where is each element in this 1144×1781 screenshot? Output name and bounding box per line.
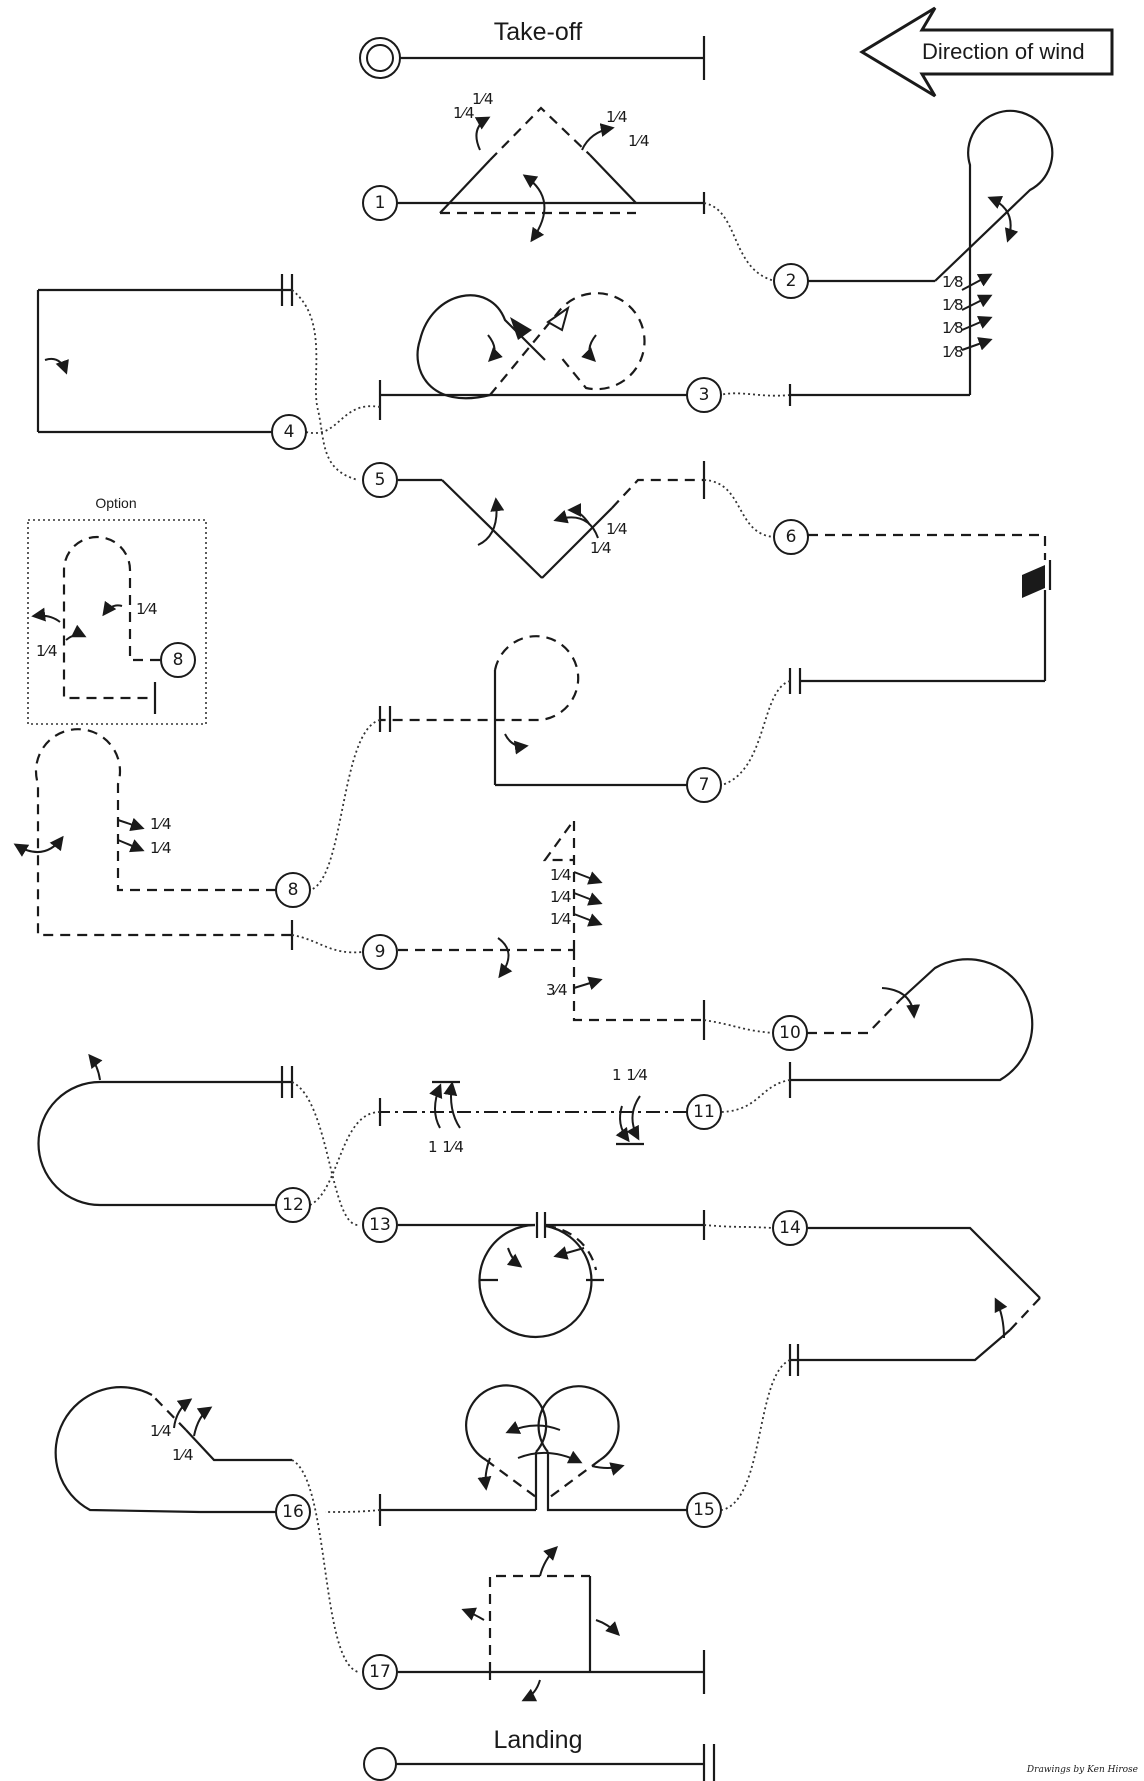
fraction-label: 1⁄4 — [550, 866, 572, 884]
maneuver-number: 6 — [773, 519, 809, 555]
maneuver-6-figure — [788, 533, 1052, 694]
fraction-label: 1 1⁄4 — [612, 1066, 648, 1084]
svg-text:6: 6 — [786, 527, 797, 547]
maneuver-11-figure — [378, 1080, 687, 1146]
svg-text:1: 1 — [375, 193, 386, 213]
maneuver-number: 3 — [686, 377, 722, 413]
svg-text:8: 8 — [173, 650, 184, 670]
fraction-label: 1⁄8 — [942, 319, 964, 337]
landing-label: Landing — [494, 1726, 583, 1754]
fraction-label: 1⁄4 — [590, 539, 612, 557]
svg-text:2: 2 — [786, 271, 797, 291]
fraction-label: 1⁄4 — [606, 108, 628, 126]
fraction-label: 1⁄4 — [550, 910, 572, 928]
takeoff-symbol — [359, 36, 706, 80]
maneuver-5-figure — [398, 461, 706, 579]
fraction-label: 3⁄4 — [546, 981, 568, 999]
maneuver-2-figure — [808, 109, 1054, 395]
wind-label: Direction of wind — [922, 39, 1085, 64]
svg-text:12: 12 — [282, 1195, 304, 1215]
fraction-label: 1⁄4 — [453, 104, 475, 122]
maneuver-10-figure — [788, 958, 1034, 1098]
svg-text:9: 9 — [375, 942, 386, 962]
maneuver-number: 2 — [773, 263, 809, 299]
maneuver-4-figure — [36, 274, 294, 434]
fraction-label: 1⁄8 — [942, 273, 964, 291]
fraction-label: 1⁄4 — [550, 888, 572, 906]
fraction-label: 1⁄4 — [172, 1446, 194, 1464]
maneuver-number: 14 — [772, 1210, 808, 1246]
maneuver-number: 10 — [772, 1015, 808, 1051]
maneuver-number: 5 — [362, 462, 398, 498]
maneuver-16-figure — [54, 1386, 294, 1528]
maneuver-number: 1 — [362, 185, 398, 221]
svg-text:8: 8 — [288, 880, 299, 900]
option-box — [27, 519, 207, 725]
maneuver-number: 8 — [275, 872, 311, 908]
svg-text:17: 17 — [369, 1662, 391, 1682]
svg-text:16: 16 — [282, 1502, 304, 1522]
landing-symbol — [363, 1744, 716, 1781]
fraction-label: 1⁄4 — [150, 815, 172, 833]
fraction-label: 1⁄4 — [606, 520, 628, 538]
credit-label: Drawings by Ken Hirose — [1026, 1765, 1138, 1775]
maneuver-13-figure — [398, 1210, 706, 1339]
maneuver-7-figure — [378, 635, 687, 787]
maneuver-number: 11 — [686, 1094, 722, 1130]
maneuver-number: 7 — [686, 767, 722, 803]
maneuver-number: 15 — [686, 1492, 722, 1528]
maneuver-number: 12 — [275, 1187, 311, 1223]
fraction-label: 1⁄4 — [150, 1422, 172, 1440]
maneuver-15-figure — [378, 1384, 687, 1526]
maneuver-1-figure — [395, 106, 706, 243]
maneuver-12-figure — [37, 1053, 294, 1207]
fraction-label: 1⁄4 — [150, 839, 172, 857]
svg-text:5: 5 — [375, 470, 386, 490]
option-label: Option — [95, 495, 136, 511]
maneuver-8-figure — [13, 728, 294, 950]
svg-text:11: 11 — [693, 1102, 715, 1122]
maneuver-number: 13 — [362, 1207, 398, 1243]
svg-text:15: 15 — [693, 1500, 715, 1520]
wind-direction-arrow — [859, 6, 1114, 98]
maneuver-17-figure — [398, 1546, 706, 1702]
fraction-label: 1⁄4 — [36, 642, 58, 660]
fraction-label: 1 1⁄4 — [428, 1138, 464, 1156]
fraction-label: 1⁄4 — [136, 600, 158, 618]
svg-text:3: 3 — [699, 385, 710, 405]
svg-text:4: 4 — [284, 422, 295, 442]
maneuver-14-figure — [788, 1226, 1041, 1376]
maneuver-3-figure — [378, 292, 970, 420]
maneuver-number: 17 — [362, 1654, 398, 1690]
fraction-label: 1⁄8 — [942, 296, 964, 314]
maneuver-9-figure — [398, 816, 706, 1040]
fraction-label: 1⁄4 — [628, 132, 650, 150]
svg-text:10: 10 — [779, 1023, 801, 1043]
svg-text:13: 13 — [369, 1215, 391, 1235]
maneuver-number: 16 — [275, 1494, 311, 1530]
takeoff-label: Take-off — [494, 18, 583, 46]
maneuver-number: 9 — [362, 934, 398, 970]
fraction-label: 1⁄8 — [942, 343, 964, 361]
svg-text:14: 14 — [779, 1218, 801, 1238]
svg-text:7: 7 — [699, 775, 710, 795]
option-maneuver-number: 8 — [160, 642, 196, 678]
maneuver-number: 4 — [271, 414, 307, 450]
fraction-label: 1⁄4 — [472, 90, 494, 108]
